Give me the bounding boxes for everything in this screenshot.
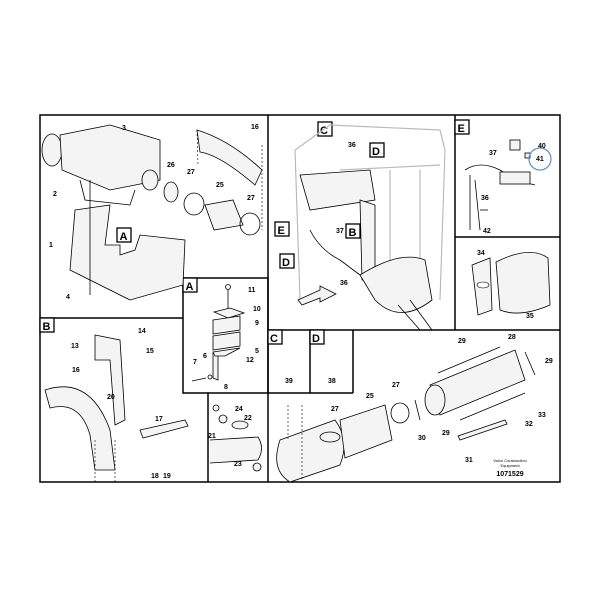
part-label: 1 — [49, 242, 53, 249]
part-label: D — [372, 146, 380, 158]
cover-detail — [471, 252, 551, 316]
part-label: 40 — [538, 143, 546, 150]
part-label: 37 — [336, 228, 344, 235]
part-label: 41 — [536, 156, 544, 163]
part-label: 21 — [208, 433, 216, 440]
part-label: 9 — [255, 320, 259, 327]
part-label: 20 — [107, 394, 115, 401]
part-label: 42 — [483, 228, 491, 235]
part-label: C — [270, 333, 278, 345]
part-label: 34 — [477, 250, 485, 257]
part-label: 25 — [216, 182, 224, 189]
cab-frame — [294, 124, 446, 331]
part-label: 12 — [246, 357, 254, 364]
part-label: 10 — [253, 306, 261, 313]
part-label: C — [320, 125, 328, 137]
part-label: 33 — [538, 412, 546, 419]
part-label: 1071529 — [496, 471, 523, 478]
part-label: 23 — [234, 461, 242, 468]
part-label: E — [278, 225, 285, 237]
part-label: 14 — [138, 328, 146, 335]
part-label: 29 — [442, 430, 450, 437]
section-markers: A A B B C C D D D E E — [39, 119, 470, 345]
clamp-detail-panel — [209, 404, 262, 472]
part-label: 28 — [508, 334, 516, 341]
watermark: Volvo Construction Equipment 1071529 — [493, 458, 526, 478]
part-label: 17 — [155, 416, 163, 423]
part-label: D — [312, 333, 320, 345]
part-label: Volvo Construction — [493, 458, 526, 463]
part-label: 5 — [255, 348, 259, 355]
direction-arrow-icon — [297, 285, 337, 306]
part-label: 39 — [285, 378, 293, 385]
part-label: 38 — [328, 378, 336, 385]
part-label: 27 — [331, 406, 339, 413]
panel-b-pipe-detail — [44, 334, 189, 482]
part-label: B — [43, 321, 51, 333]
part-label: 25 — [366, 393, 374, 400]
part-label: 8 — [224, 384, 228, 391]
part-label: E — [458, 123, 465, 135]
part-label: 2 — [53, 191, 57, 198]
part-label: 13 — [71, 343, 79, 350]
part-label: 6 — [203, 353, 207, 360]
part-label: 30 — [418, 435, 426, 442]
part-label: A — [186, 281, 194, 293]
part-label: 4 — [66, 294, 70, 301]
part-label: 35 — [526, 313, 534, 320]
panel-e-harness-detail — [464, 139, 552, 231]
panel-borders — [39, 114, 561, 483]
part-label: 31 — [465, 457, 473, 464]
part-label: 15 — [146, 348, 154, 355]
exhaust-tube-assembly — [276, 346, 536, 483]
part-label: 22 — [244, 415, 252, 422]
part-label: 27 — [247, 195, 255, 202]
part-label: Equipment — [500, 463, 520, 468]
part-label: B — [349, 227, 357, 239]
highlight-circle — [528, 147, 552, 171]
part-label: 19 — [163, 473, 171, 480]
part-label: 29 — [458, 338, 466, 345]
panel-a-bracket-detail — [191, 284, 246, 382]
part-label: 36 — [340, 280, 348, 287]
part-label: 24 — [235, 406, 243, 413]
part-label: 29 — [545, 358, 553, 365]
part-label: 7 — [193, 359, 197, 366]
part-label: 16 — [251, 124, 259, 131]
part-label: 37 — [489, 150, 497, 157]
part-label: A — [120, 231, 128, 243]
part-label: 27 — [187, 169, 195, 176]
part-label: 26 — [167, 162, 175, 169]
part-label: 36 — [481, 195, 489, 202]
part-label: 32 — [525, 421, 533, 428]
part-label: D — [282, 257, 290, 269]
part-callouts: 2 1 3 4 16 26 27 25 27 11 10 9 5 12 6 7 … — [49, 124, 553, 480]
part-label: 18 — [151, 473, 159, 480]
part-label: 11 — [248, 287, 256, 294]
part-label: 16 — [72, 367, 80, 374]
air-cleaner-assembly — [41, 124, 263, 301]
part-label: 3 — [122, 125, 126, 132]
part-label: 27 — [392, 382, 400, 389]
part-label: 36 — [348, 142, 356, 149]
